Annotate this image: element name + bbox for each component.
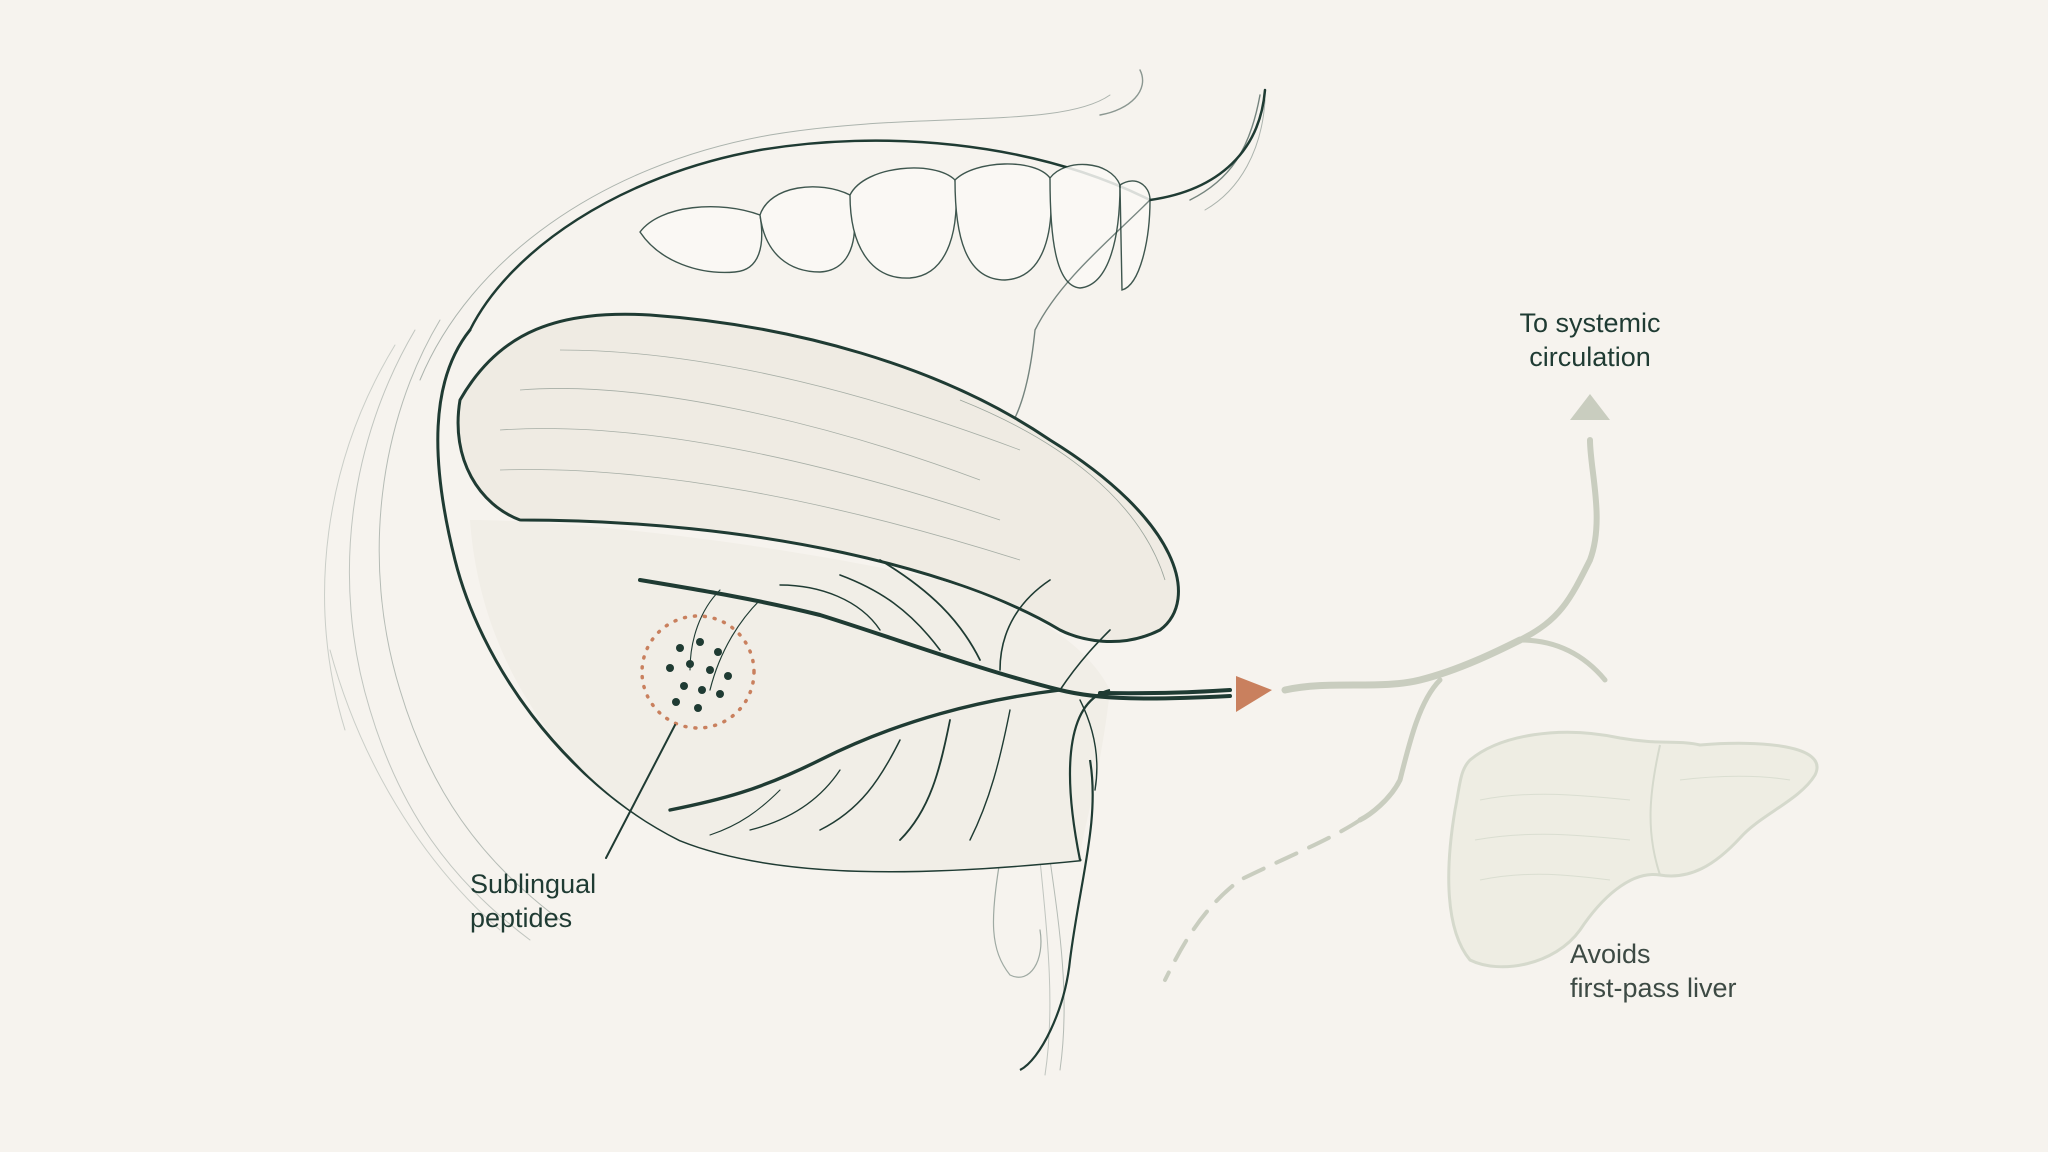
upper-lip-outline: [468, 88, 1267, 332]
tongue: [456, 312, 1180, 643]
peptide-particles: [666, 638, 732, 712]
liver-label-line-1: Avoids: [1570, 939, 1651, 969]
sublingual-leader-line: [605, 724, 676, 859]
absorption-vessel: [1098, 688, 1232, 696]
systemic-label-line-2: circulation: [1529, 342, 1651, 372]
avoids-first-pass-liver-label: Avoids first-pass liver: [1570, 937, 1737, 1005]
peptide-ring: [640, 614, 756, 730]
circulation-branch: [1281, 437, 1608, 823]
absorption-arrow: [1236, 676, 1272, 712]
systemic-up-arrow: [1570, 394, 1610, 420]
sublingual-label-line-1: Sublingual: [470, 869, 597, 899]
sublingual-peptides-label: Sublingual peptides: [470, 867, 596, 935]
upper-teeth: [639, 163, 1151, 291]
sublingual-veins: [638, 559, 1232, 841]
bypass-dashed-line: [1163, 818, 1362, 982]
sublingual-label-line-2: peptides: [470, 903, 573, 933]
systemic-label-line-1: To systemic: [1519, 308, 1661, 338]
liver-illustration: [1447, 730, 1819, 969]
face-contour-lines: [324, 69, 1266, 1076]
peptide-marker: [640, 614, 756, 730]
systemic-circulation-label: To systemic circulation: [1470, 306, 1710, 374]
liver-label-line-2: first-pass liver: [1570, 973, 1737, 1003]
